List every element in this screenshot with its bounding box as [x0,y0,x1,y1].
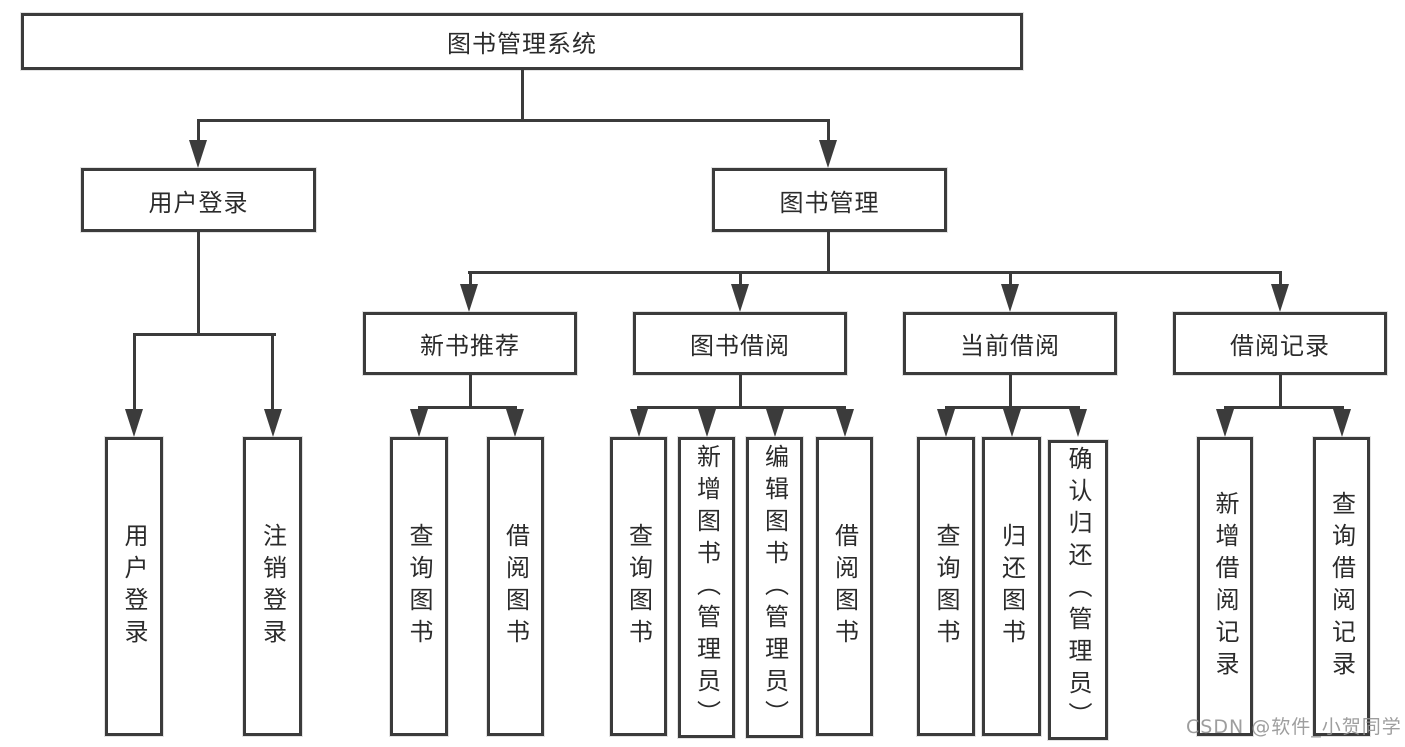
leaf-add-borrow-record: 新增借阅记录 [1197,437,1253,736]
arrow-down-icon [506,409,524,437]
leaf-return-books: 归还图书 [982,437,1041,736]
leaf-user-login: 用户登录 [105,437,163,736]
arrow-down-icon [1002,409,1021,437]
connector-shaft-logout [271,333,274,413]
arrow-down-icon [697,409,716,437]
node-book-management: 图书管理 [712,168,947,232]
connector-new-book-bar [417,406,517,409]
leaf-edit-books-admin: 编辑图书（管理员） [746,437,803,738]
leaf-query-borrow-record: 查询借阅记录 [1313,437,1370,736]
arrow-down-icon [629,409,648,437]
connector-book-borrow-bar [637,406,846,409]
leaf-logout: 注销登录 [243,437,302,736]
connector-book-borrow-trunk [738,375,742,409]
arrow-down-icon [263,409,282,437]
node-user-login: 用户登录 [81,168,316,232]
node-book-borrowing: 图书借阅 [633,312,847,375]
connector-borrow-records-bar [1223,406,1344,409]
connector-stub-book-borrow [738,271,742,287]
watermark: CSDN @软件_小贺同学 [1186,716,1402,738]
arrow-down-icon [937,409,955,437]
connector-new-book-trunk [468,375,472,409]
arrow-down-icon [460,284,478,312]
arrow-down-icon [819,140,837,168]
arrow-down-icon [1069,409,1087,437]
leaf-query-books: 查询图书 [917,437,975,736]
connector-stub-borrow-records [1278,271,1282,287]
arrow-down-icon [1001,284,1019,312]
arrow-down-icon [1216,409,1234,437]
connector-level3-bar [467,271,1282,274]
connector-user-login-bar [132,333,276,336]
arrow-down-icon [189,140,207,168]
connector-current-borrow-trunk [1008,375,1012,409]
connector-level2-bar [196,119,830,122]
connector-root-trunk [520,70,524,122]
leaf-query-books: 查询图书 [390,437,448,736]
leaf-confirm-return-admin: 确认归还（管理员） [1048,440,1108,740]
connector-stub-current-borrow [1008,271,1012,287]
leaf-add-books-admin: 新增图书（管理员） [678,437,735,738]
leaf-query-books: 查询图书 [610,437,667,736]
node-borrowing-records: 借阅记录 [1173,312,1387,375]
leaf-borrow-books: 借阅图书 [816,437,873,736]
arrow-down-icon [835,409,854,437]
connector-book-management-trunk [826,232,830,273]
connector-user-login-trunk [197,232,200,335]
connector-stub-book-management [826,119,830,144]
connector-stub-new-book [468,271,472,287]
connector-current-borrow-bar [944,406,1080,409]
connector-borrow-records-trunk [1278,375,1282,409]
connector-stub-user-login [196,119,200,144]
arrow-down-icon [765,409,784,437]
arrow-down-icon [1332,409,1351,437]
arrow-down-icon [1271,284,1289,312]
node-library-management-system: 图书管理系统 [21,13,1023,70]
node-new-book-recommendation: 新书推荐 [363,312,577,375]
arrow-down-icon [731,284,749,312]
connector-shaft-login [132,333,136,413]
arrow-down-icon [410,409,428,437]
arrow-down-icon [125,409,143,437]
leaf-borrow-books: 借阅图书 [487,437,544,736]
node-current-borrowing: 当前借阅 [903,312,1117,375]
